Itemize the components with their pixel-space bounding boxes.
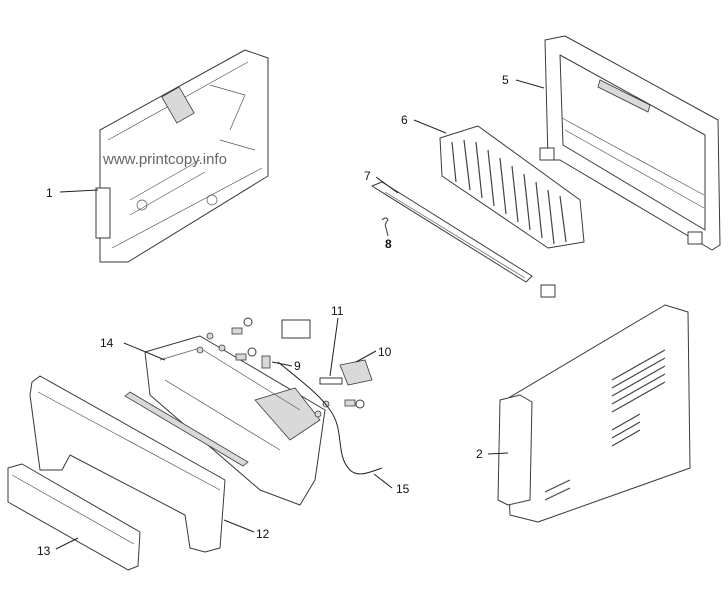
small-chip bbox=[540, 284, 556, 298]
part-15-cable bbox=[277, 361, 383, 475]
callout-13: 13 bbox=[37, 544, 51, 558]
part-9-spring bbox=[261, 355, 271, 369]
part-13-front-panel bbox=[7, 463, 141, 571]
callout-10: 10 bbox=[378, 345, 392, 359]
part-6-exit-guide bbox=[439, 125, 585, 249]
callout-12: 12 bbox=[256, 527, 270, 541]
part-10-switch bbox=[339, 359, 373, 386]
part-5-rear-frame bbox=[539, 35, 721, 251]
callout-1: 1 bbox=[46, 186, 53, 200]
callout-5: 5 bbox=[502, 73, 509, 87]
part-7-guide-bar bbox=[371, 181, 533, 283]
callout-2: 2 bbox=[476, 447, 483, 461]
part-1-left-cover bbox=[95, 49, 269, 263]
part-2-right-cover bbox=[497, 304, 691, 523]
callout-8: 8 bbox=[385, 237, 392, 251]
callout-9: 9 bbox=[294, 359, 301, 373]
rod bbox=[124, 391, 249, 467]
watermark-text: www.printcopy.info bbox=[102, 151, 227, 168]
part-8-spring bbox=[381, 217, 389, 237]
callout-6: 6 bbox=[401, 113, 408, 127]
callout-15: 15 bbox=[396, 482, 410, 496]
callout-14: 14 bbox=[100, 336, 114, 350]
part-12-front-cover bbox=[29, 375, 226, 553]
part-14-inner-frame bbox=[144, 319, 326, 506]
part-11-connector bbox=[319, 377, 343, 385]
callout-11: 11 bbox=[331, 304, 344, 318]
callout-7: 7 bbox=[364, 169, 371, 183]
leader-lines bbox=[55, 79, 545, 550]
